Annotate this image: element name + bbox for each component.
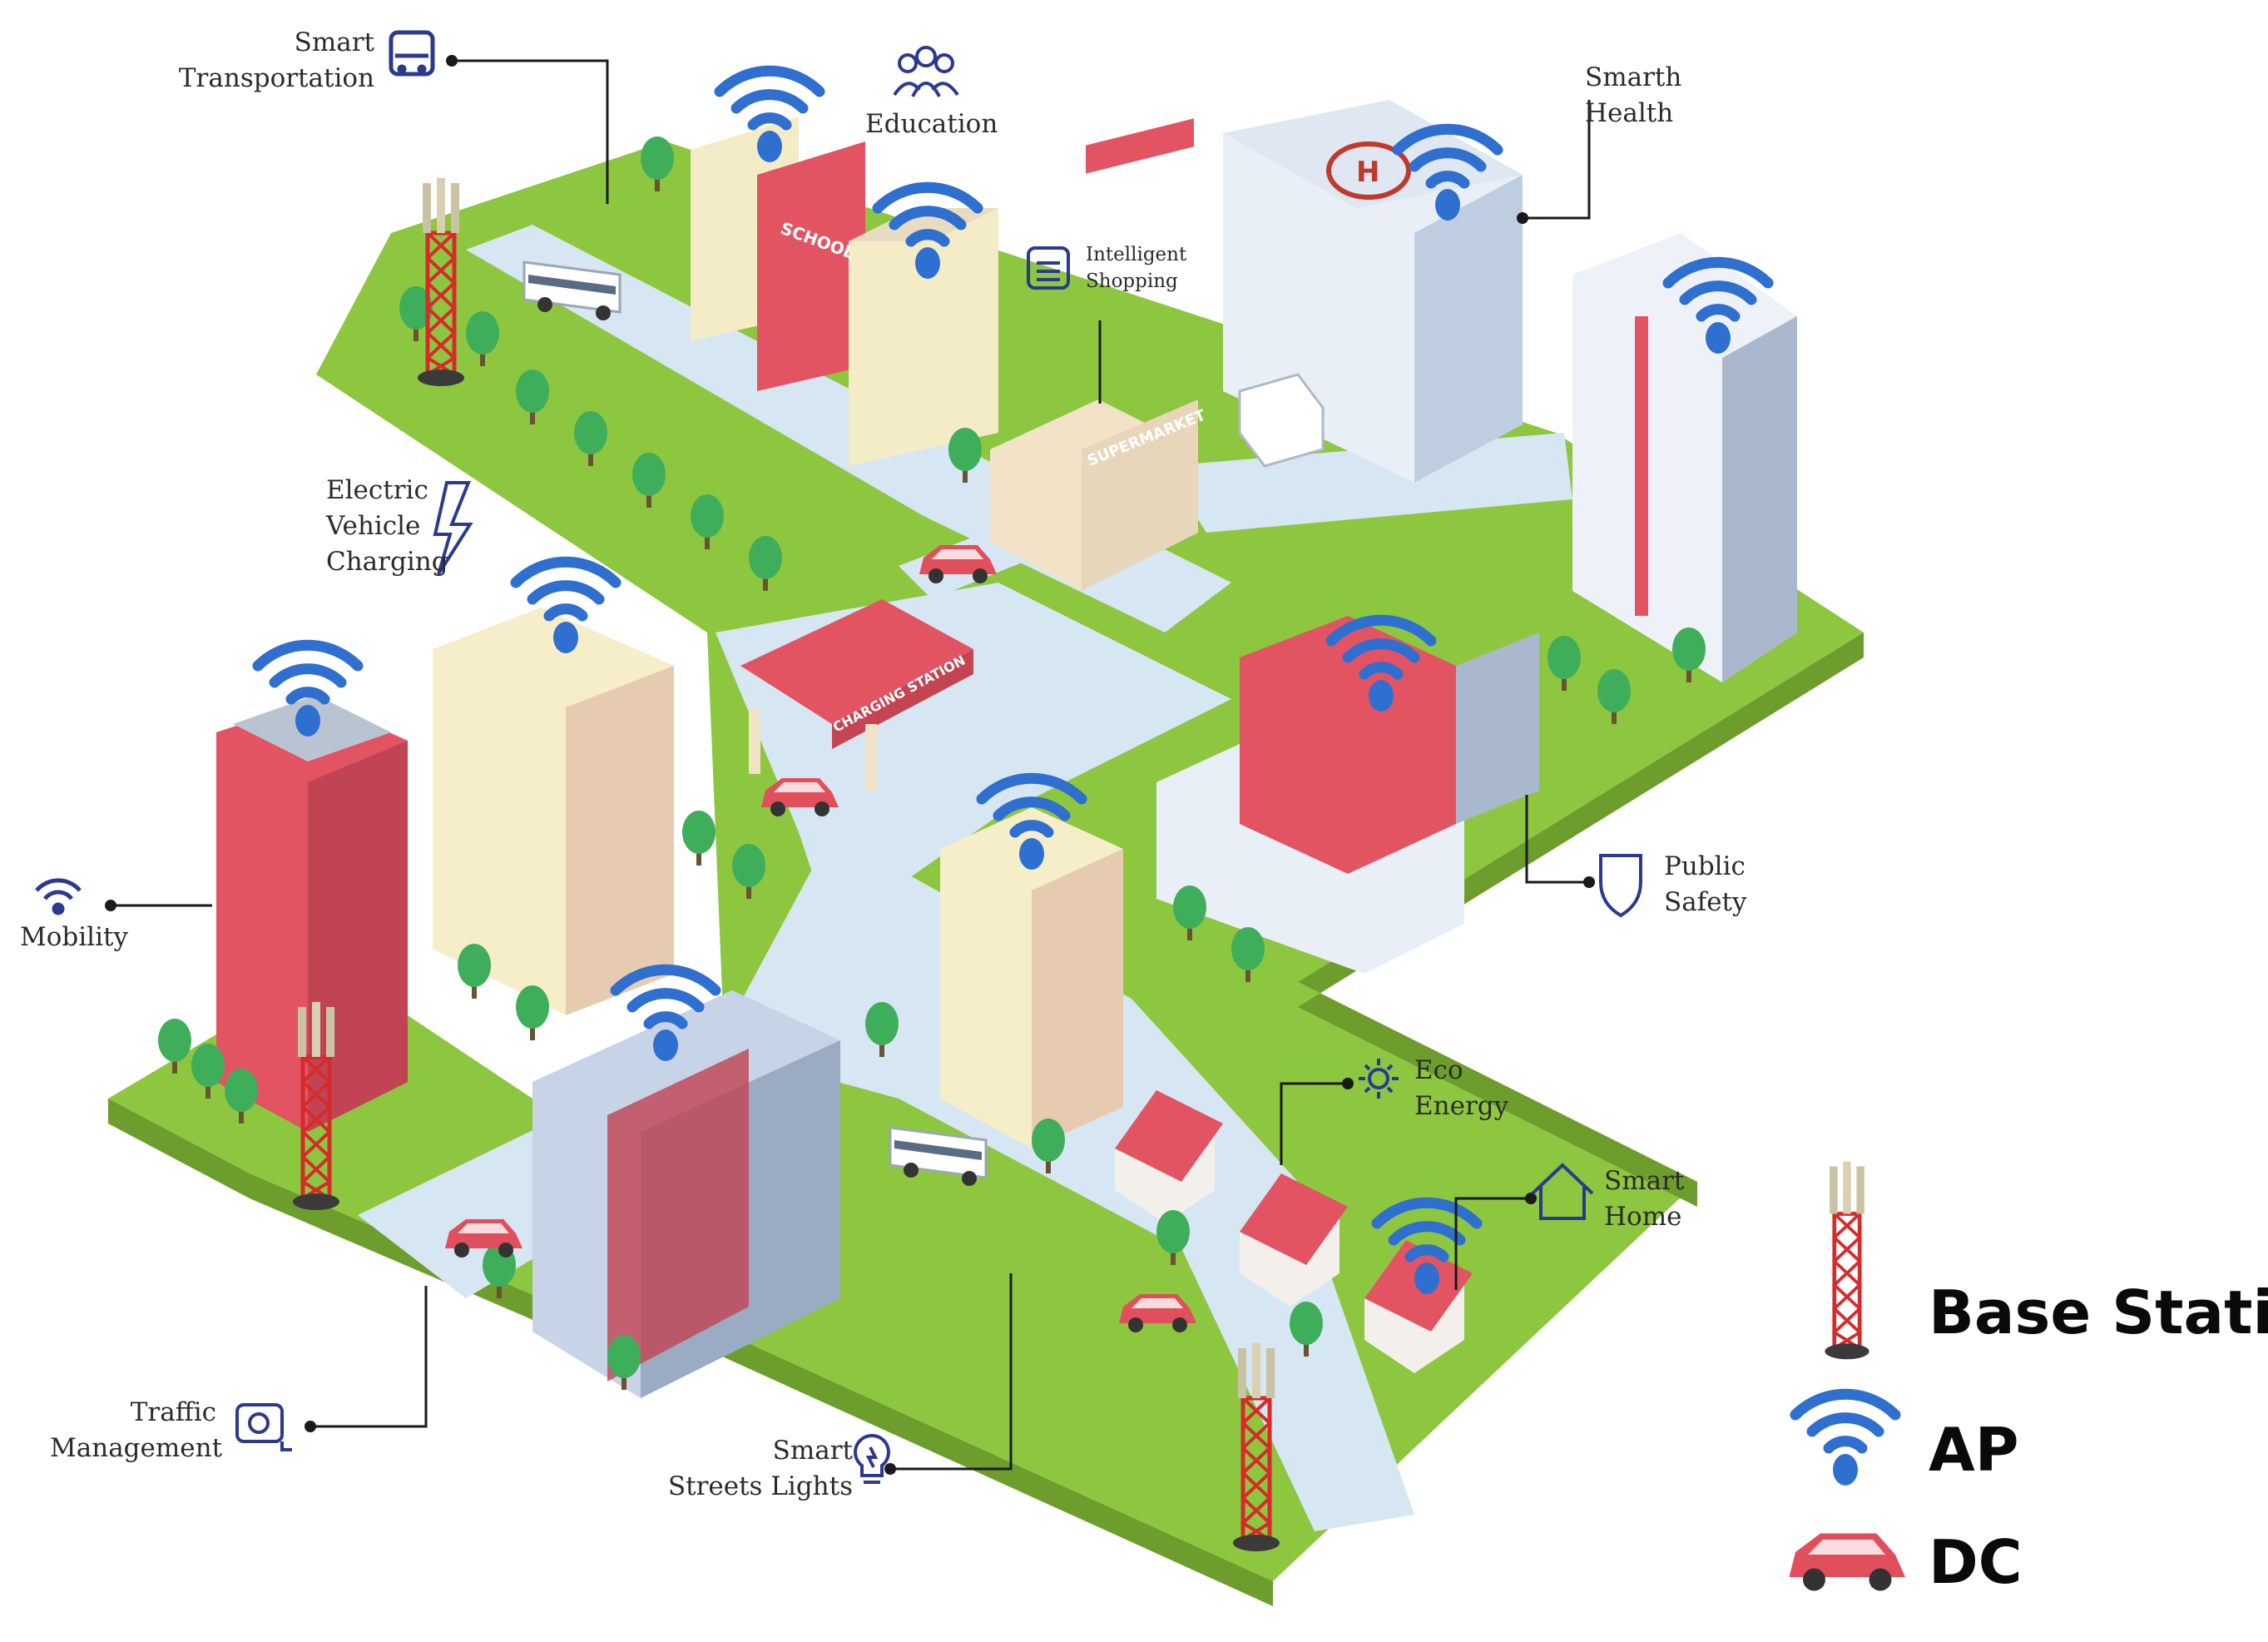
charging-station <box>740 599 973 791</box>
supermarket-building <box>990 118 1198 591</box>
bus-icon <box>389 30 435 77</box>
lightning-icon <box>433 481 473 576</box>
callout-dots <box>105 55 1595 1475</box>
public-safety-building <box>1156 616 1539 974</box>
apartment-building-center <box>940 807 1123 1148</box>
callout-lines <box>111 59 1591 1471</box>
vehicles <box>445 260 1325 1332</box>
sun-energy-icon <box>1359 1059 1399 1099</box>
shield-icon <box>1599 854 1642 918</box>
legend-ap-icon <box>1795 1394 1895 1486</box>
wifi-signal-icon <box>35 878 82 915</box>
apartment-building-front <box>532 990 840 1398</box>
people-icon <box>893 46 959 97</box>
smart-homes <box>1115 1090 1473 1373</box>
apartment-building-cream <box>433 608 674 1015</box>
traffic-camera-icon <box>235 1403 292 1451</box>
legend-base-station-label: Base Station <box>1929 1277 2268 1347</box>
school-building <box>691 117 998 466</box>
label-mobility: Mobility <box>20 922 128 952</box>
legend-ap-label: AP <box>1929 1415 2019 1485</box>
light-bulb-icon <box>854 1433 890 1484</box>
legend-base-station-icon <box>1825 1162 1869 1360</box>
legend-dc-label: DC <box>1929 1527 2023 1597</box>
house-icon <box>1531 1163 1594 1220</box>
shopping-basket-icon <box>1027 246 1070 290</box>
tower-building-right <box>1572 233 1797 682</box>
svg-text:H: H <box>1356 156 1379 189</box>
legend-dc-icon <box>1789 1533 1905 1591</box>
label-education: Education <box>865 109 998 139</box>
